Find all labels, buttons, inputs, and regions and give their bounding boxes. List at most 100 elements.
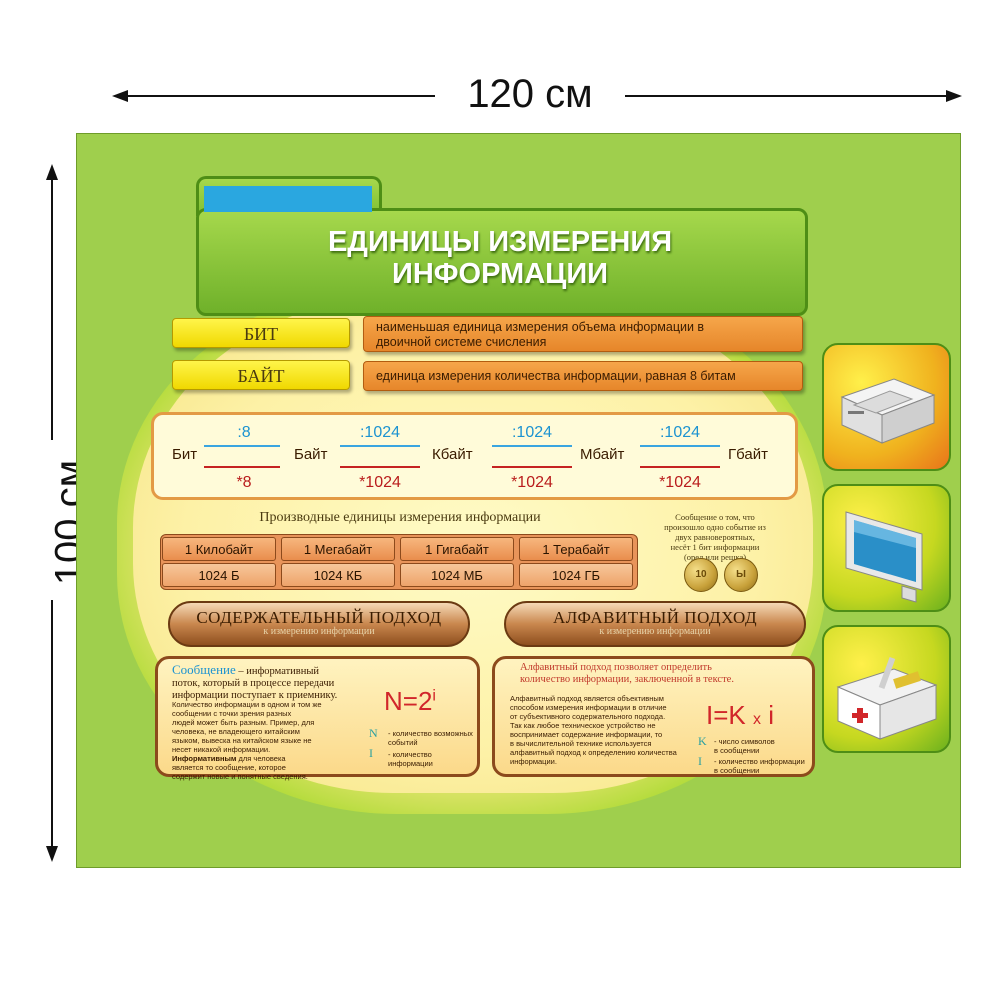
coin-note-line1: Сообщение о том, что [675, 512, 755, 522]
alphabet-approach-panel [492, 656, 815, 777]
alphabet-body-line2: способом измерения информации в отличие [510, 703, 667, 712]
formula-i-right: i [768, 700, 774, 730]
alphabet-body-line1: Алфавитный подход является объективным [510, 694, 664, 703]
var-i-alpha-desc-line2: в сообщении [714, 766, 760, 775]
term-bit: БИТ [172, 318, 350, 348]
content-body-line3: людей может быть разным. Пример, для [172, 718, 315, 727]
var-i-alpha: I [698, 754, 702, 768]
term-byte: БАЙТ [172, 360, 350, 390]
formula-i-op: x [752, 711, 761, 728]
content-approach-title: СОДЕРЖАТЕЛЬНЫЙ ПОДХОД [196, 608, 442, 627]
derived-value-kb: 1024 Б [162, 563, 276, 587]
content-body-line6: несет никакой информации. [172, 745, 271, 754]
alphabet-body-line7: алфавитный подход к определению количест… [510, 748, 677, 757]
printer-icon [840, 378, 936, 444]
multiply-line-1 [204, 466, 280, 468]
var-k-desc-line1: - число символов [714, 737, 775, 746]
definition-bit-line2: двоичной системе счисления [376, 335, 547, 349]
side-tile-printer [822, 343, 951, 471]
divide-line-4 [640, 445, 720, 447]
var-i: I [369, 746, 373, 760]
derived-header-gb: 1 Гигабайт [400, 537, 514, 561]
unit-bit: Бит [172, 446, 198, 463]
content-body2-rest: для человека [236, 754, 286, 763]
coin-note: Сообщение о том, что произошло одно собы… [650, 512, 780, 562]
alphabet-lead: Алфавитный подход позволяет определить к… [520, 662, 800, 686]
width-label: 120 см [467, 72, 593, 116]
multiply-op-1: *8 [236, 474, 252, 491]
var-k-desc-line2: в сообщении [714, 746, 760, 755]
coin-note-line5: (орел или решка) [683, 552, 747, 562]
alphabet-lead-line1: Алфавитный подход позволяет определить [520, 662, 712, 673]
content-body2-line1: является то сообщение, которое [172, 763, 286, 772]
first-aid-kit-icon [836, 656, 938, 740]
content-body-line4: человека, не владеющего китайским [172, 727, 300, 736]
derived-header-tb: 1 Терабайт [519, 537, 633, 561]
folder-tab-blue-stripe [204, 186, 372, 212]
unit-mbyte: Мбайт [580, 446, 625, 463]
content-approach-banner: СОДЕРЖАТЕЛЬНЫЙ ПОДХОД к измерению информ… [168, 601, 470, 647]
conversion-box [151, 412, 798, 500]
derived-header-mb: 1 Мегабайт [281, 537, 395, 561]
multiply-line-4 [640, 466, 720, 468]
content-lead-rest: – информативный [235, 666, 320, 677]
var-i-alpha-desc: - количество информации в сообщении [714, 757, 809, 775]
side-tile-first-aid [822, 625, 951, 753]
unit-gbyte: Гбайт [728, 446, 768, 463]
monitor-icon [845, 511, 923, 603]
divide-op-1: :8 [237, 424, 251, 441]
divide-op-2: :1024 [359, 424, 401, 441]
var-n-desc-line2: событий [388, 738, 418, 747]
formula-i-left: I=K [706, 700, 746, 730]
alphabet-body-line5: воспринимает содержание информации, то [510, 730, 663, 739]
var-n: N [369, 726, 378, 740]
derived-units-title: Производные единицы измерения информации [259, 510, 541, 525]
alphabet-body: Алфавитный подход является объективным с… [510, 694, 690, 766]
side-tile-monitor [822, 484, 951, 612]
folder-header [196, 208, 808, 316]
var-k: K [698, 734, 707, 748]
formula-i-equals-k-times-i: I=K x i [706, 700, 774, 731]
multiply-op-3: *1024 [511, 474, 553, 491]
multiply-line-2 [340, 466, 420, 468]
coin-tails-icon: Ы [724, 558, 758, 592]
unit-kbyte: Кбайт [432, 446, 473, 463]
divide-op-4: :1024 [659, 424, 701, 441]
coin-heads-icon: 10 [684, 558, 718, 592]
alphabet-approach-title: АЛФАВИТНЫЙ ПОДХОД [552, 608, 758, 627]
alphabet-lead-line2: количество информации, заключенной в тек… [520, 674, 734, 685]
content-body-line1: Количество информации в одном и том же [172, 700, 322, 709]
derived-value-tb: 1024 ГБ [519, 563, 633, 587]
divide-op-3: :1024 [511, 424, 553, 441]
coin-note-line4: несёт 1 бит информации [670, 542, 760, 552]
content-lead-word: Сообщение [172, 662, 236, 677]
divide-line-3 [492, 445, 572, 447]
coin-note-line2: произошло одно событие из [664, 522, 766, 532]
definition-bit-line1: наименьшая единица измерения объема инфо… [376, 320, 705, 334]
multiply-op-4: *1024 [659, 474, 701, 491]
content-body: Количество информации в одном и том же с… [172, 700, 362, 781]
derived-header-kb: 1 Килобайт [162, 537, 276, 561]
formula-n-exponent: i [432, 687, 436, 705]
coin-note-line3: двух равновероятных, [675, 532, 755, 542]
title-line1: ЕДИНИЦЫ ИЗМЕРЕНИЯ [327, 226, 673, 258]
definition-byte: единица измерения количества информации,… [363, 361, 803, 391]
alphabet-body-line8: информации. [510, 757, 557, 766]
content-body-line5: языком, вывеска на китайском языке не [172, 736, 312, 745]
multiply-line-3 [492, 466, 572, 468]
formula-n-base: N=2 [384, 686, 433, 716]
var-n-desc-line1: - количество возможных [388, 729, 473, 738]
var-k-desc: - число символов в сообщении [714, 737, 809, 755]
var-i-alpha-desc-line1: - количество информации [714, 757, 805, 766]
derived-value-gb: 1024 МБ [400, 563, 514, 587]
divide-line-2 [340, 445, 420, 447]
unit-byte: Байт [294, 446, 328, 463]
content-approach-subtitle: к измерению информации [263, 626, 375, 637]
content-lead-line2: поток, который в процессе передачи [172, 678, 335, 689]
alphabet-body-line4: Так как любое техническое устройство не [510, 721, 656, 730]
content-approach-panel [155, 656, 480, 777]
divide-line-1 [204, 445, 280, 447]
content-body2-bold: Информативным [172, 754, 237, 763]
var-n-desc: - количество возможных событий [388, 729, 478, 747]
